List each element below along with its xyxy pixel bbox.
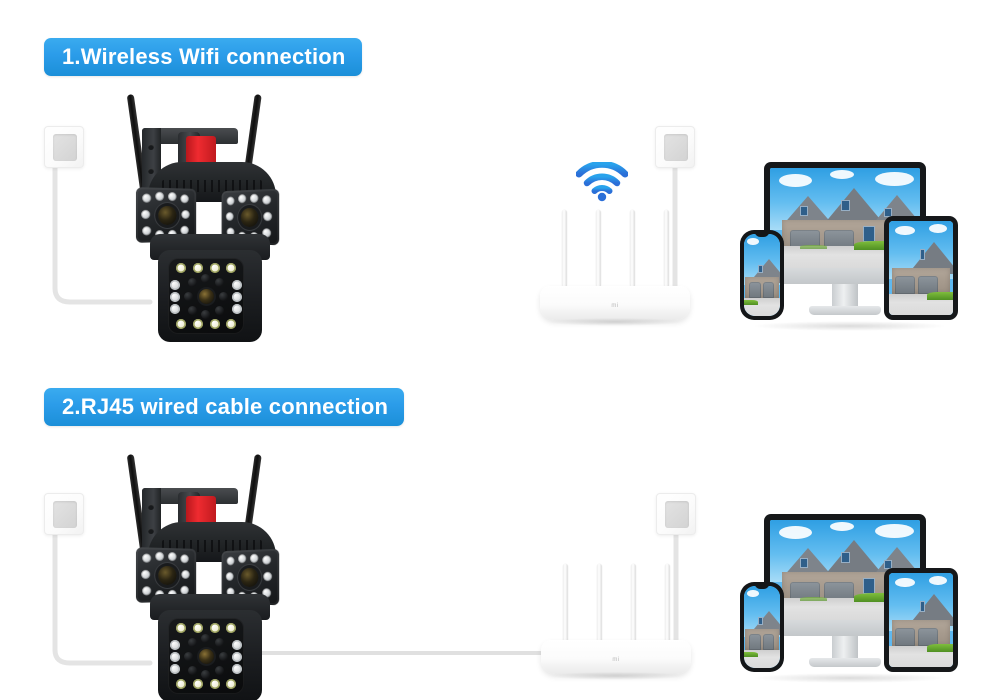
camera-lens-left-icon [158, 566, 176, 585]
camera-lower-housing [158, 610, 262, 700]
camera-lower-led-panel [168, 618, 244, 694]
camera-lens-right-icon [241, 208, 259, 227]
smartphone-1 [740, 230, 784, 320]
camera-lower-led-panel [168, 258, 244, 334]
router-body: mi [541, 640, 691, 674]
camera-power-outlet-2 [44, 493, 84, 535]
camera-lens-right-icon [241, 568, 259, 587]
monitor-stand-neck [832, 284, 858, 306]
camera-view-house-image-tablet [889, 573, 953, 667]
router-shadow [550, 318, 680, 326]
monitor-stand-foot [809, 658, 881, 667]
router-shadow [551, 672, 681, 680]
router-antenna-1-icon [562, 210, 567, 290]
camera-lens-left-icon [158, 206, 176, 225]
router-power-outlet-1 [655, 126, 695, 168]
camera-power-outlet-1 [44, 126, 84, 168]
router-power-outlet-2 [656, 493, 696, 535]
router-antenna-4-icon [665, 564, 670, 644]
phone-screen [744, 586, 780, 668]
camera-view-house-image-tablet [889, 221, 953, 315]
camera-lower-lens-icon [199, 649, 214, 664]
monitor-stand-neck [832, 636, 858, 658]
section-banner-wired: 2.RJ45 wired cable connection [44, 388, 404, 426]
device-group-wired [732, 510, 962, 685]
tablet-screen [889, 221, 953, 315]
section-banner-wireless: 1.Wireless Wifi connection [44, 38, 362, 76]
tablet-screen [889, 573, 953, 667]
camera-view-house-image-phone [744, 586, 780, 668]
router-logo: mi [612, 657, 619, 663]
camera-lower-housing [158, 250, 262, 342]
router-body: mi [540, 286, 690, 320]
router-antenna-2-icon [596, 210, 601, 290]
router-antenna-2-icon [597, 564, 602, 644]
wifi-router-wireless: mi [540, 196, 690, 326]
monitor-stand-foot [809, 306, 881, 315]
wifi-router-wired: mi [541, 550, 691, 680]
tablet-2 [884, 568, 958, 672]
router-antenna-1-icon [563, 564, 568, 644]
security-camera-wireless [110, 92, 310, 342]
router-logo: mi [611, 303, 618, 309]
security-camera-wired [110, 452, 310, 700]
router-antenna-3-icon [630, 210, 635, 290]
camera-lower-lens-icon [199, 289, 214, 304]
camera-view-house-image-phone [744, 234, 780, 316]
tablet-1 [884, 216, 958, 320]
router-antenna-3-icon [631, 564, 636, 644]
phone-screen [744, 234, 780, 316]
router-antenna-4-icon [664, 210, 669, 290]
smartphone-2 [740, 582, 784, 672]
device-group-wireless [732, 158, 962, 333]
